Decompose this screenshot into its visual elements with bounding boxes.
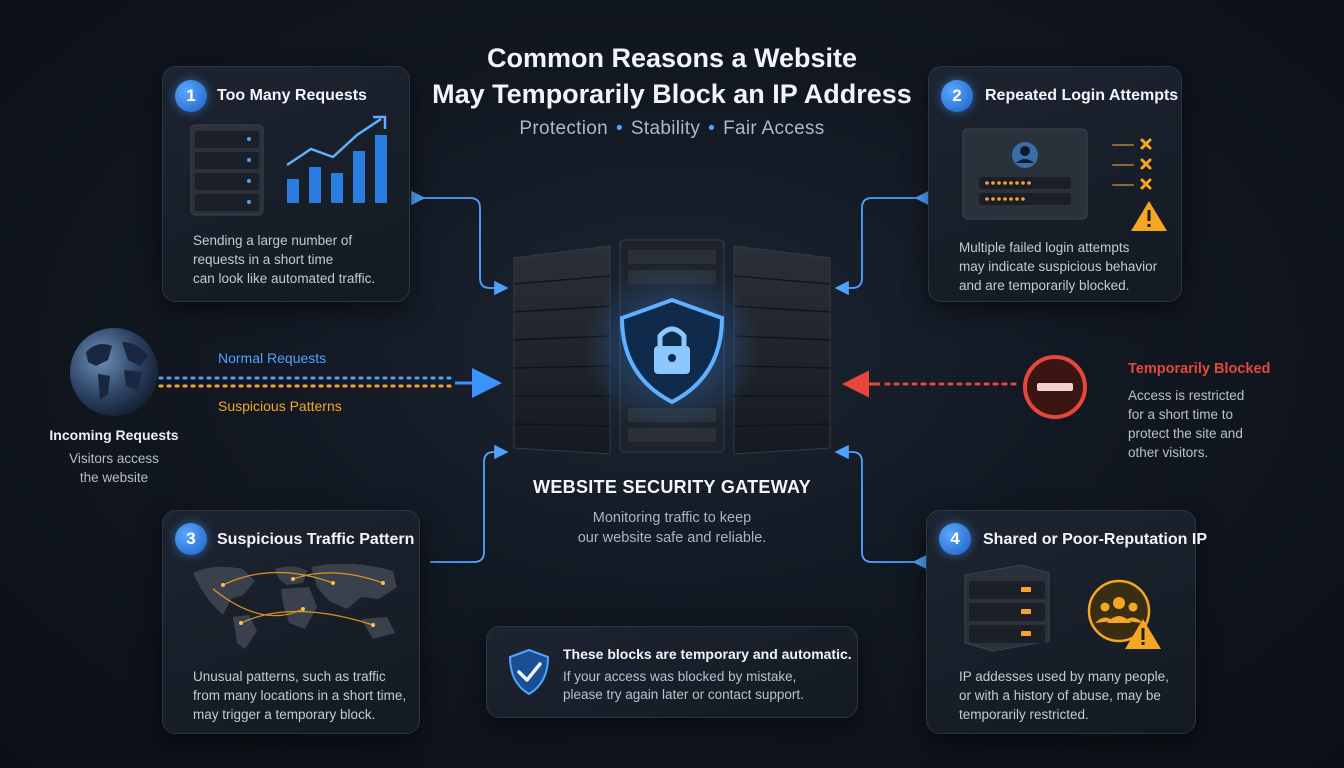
security-gateway-graphic <box>513 239 831 455</box>
server-icon <box>964 564 1050 652</box>
card-too-many-requests: 1 Too Many Requests Sending a large numb… <box>162 66 410 302</box>
incoming-requests-desc: Visitors access the website <box>69 451 159 485</box>
card-number-badge: 4 <box>939 523 971 555</box>
card-number-badge: 1 <box>175 80 207 112</box>
server-icon <box>190 124 264 216</box>
connector-card2 <box>834 190 929 296</box>
temporarily-blocked-desc: Access is restricted for a short time to… <box>1128 388 1245 460</box>
card-description: IP addesses used by many people, or with… <box>959 669 1169 722</box>
card-description: Sending a large number of requests in a … <box>193 233 376 286</box>
card-title: Too Many Requests <box>217 87 367 104</box>
shield-check-icon <box>508 648 550 696</box>
incoming-requests-title: Incoming Requests <box>49 427 179 443</box>
blocked-icon <box>1023 355 1087 419</box>
info-note: These blocks are temporary and automatic… <box>486 626 858 718</box>
card-title: Shared or Poor-Reputation IP <box>983 531 1208 548</box>
globe-icon <box>70 328 158 416</box>
gateway-description: Monitoring traffic to keep our website s… <box>577 510 767 546</box>
card-number-badge: 2 <box>941 80 973 112</box>
shield-lock-icon <box>619 297 725 405</box>
incoming-flow <box>158 368 502 398</box>
suspicious-patterns-label: Suspicious Patterns <box>218 398 342 414</box>
gateway-label: WEBSITE SECURITY GATEWAY <box>533 477 811 497</box>
card-suspicious-traffic-pattern: 3 Suspicious Traffic Pattern Unusual pat… <box>162 510 420 734</box>
world-map-icon <box>193 563 397 649</box>
bar-chart-icon <box>286 115 387 203</box>
login-panel-icon <box>962 128 1088 220</box>
note-description: If your access was blocked by mistake, p… <box>563 669 804 702</box>
failed-x-icon <box>1112 138 1152 190</box>
temporarily-blocked-title: Temporarily Blocked <box>1128 361 1271 377</box>
connector-card4 <box>834 444 927 570</box>
card-shared-poor-reputation-ip: 4 Shared or Poor-Reputation IP IP addess… <box>926 510 1207 734</box>
normal-requests-label: Normal Requests <box>218 350 327 366</box>
brick-wall-icon <box>513 245 831 455</box>
note-title: These blocks are temporary and automatic… <box>563 646 852 662</box>
connector-card3 <box>430 444 509 563</box>
card-title: Suspicious Traffic Pattern <box>217 531 415 548</box>
card-title: Repeated Login Attempts <box>985 87 1179 104</box>
card-description: Unusual patterns, such as traffic from m… <box>193 669 407 722</box>
connector-card1 <box>411 190 509 296</box>
page-title: Common Reasons a Website May Temporarily… <box>432 43 912 109</box>
page-tagline: Protection•Stability•Fair Access <box>519 118 825 139</box>
warning-icon <box>1131 201 1167 231</box>
card-description: Multiple failed login attempts may indic… <box>959 240 1158 293</box>
users-group-icon <box>1087 579 1161 649</box>
card-number-badge: 3 <box>175 523 207 555</box>
card-repeated-login-attempts: 2 Repeated Login Attempts Multiple faile… <box>928 66 1182 302</box>
